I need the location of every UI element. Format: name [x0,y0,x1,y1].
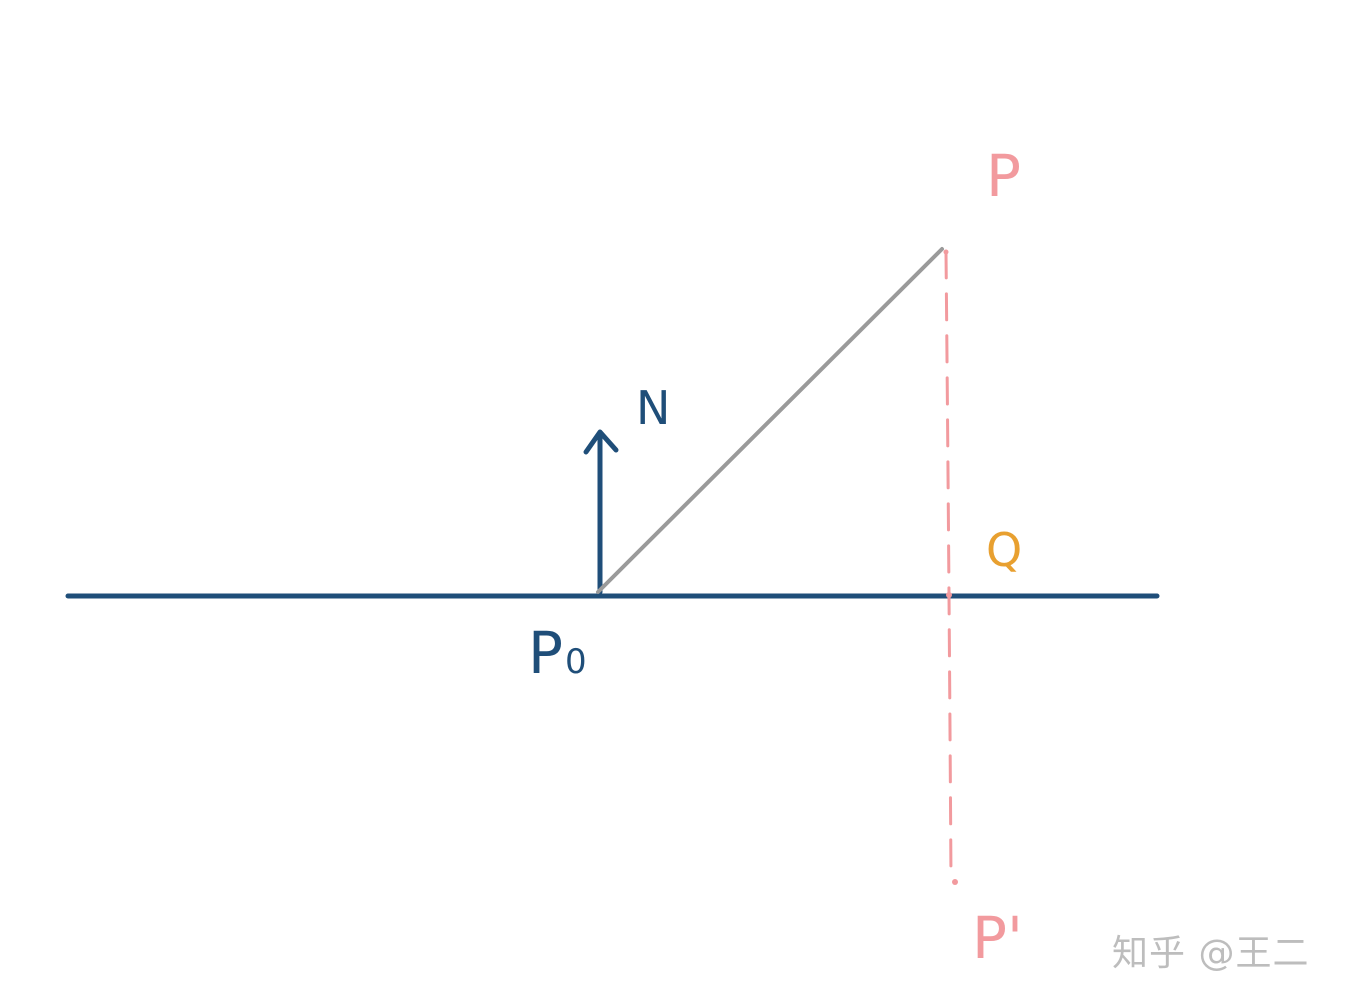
label-p: P [986,142,1021,210]
label-p0: P0 [528,619,587,687]
label-n: N [636,381,670,435]
projection-dashed-line [944,250,953,882]
p-prime-point-dot [952,879,958,885]
label-p0-main: P [528,619,563,687]
normal-vector-arrowhead [583,429,619,455]
watermark-text: 知乎 @王二 [1112,933,1310,974]
label-p-prime: P' [972,904,1023,972]
q-point-dot [946,592,952,598]
vector-p0-to-p [596,247,944,594]
label-q: Q [986,523,1022,577]
p-point-dot [943,249,949,255]
label-p0-subscript: 0 [565,642,587,682]
